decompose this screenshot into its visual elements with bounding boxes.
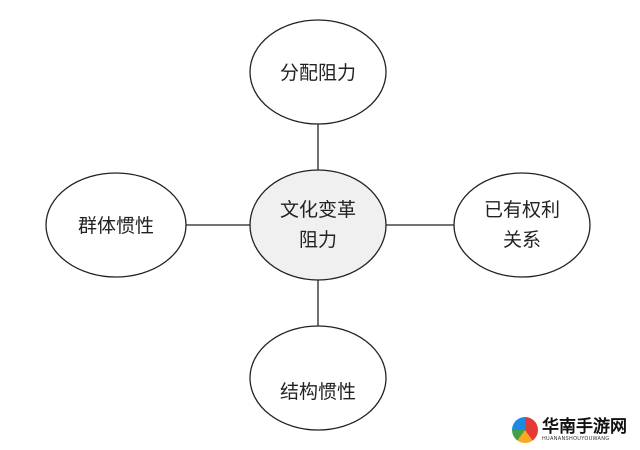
watermark-name: 华南手游网 — [542, 417, 627, 437]
node-left: 群体惯性 — [45, 172, 187, 278]
node-center-label-1: 文化变革 — [280, 199, 356, 221]
node-right-label-2: 关系 — [503, 229, 541, 251]
node-center-label-2: 阻力 — [299, 229, 337, 251]
node-right: 已有权利 关系 — [453, 172, 591, 278]
watermark: 华南手游网 HUANANSHOUYOUWANG — [512, 412, 638, 448]
watermark-sub: HUANANSHOUYOUWANG — [542, 436, 610, 442]
node-center: 文化变革 阻力 — [249, 169, 387, 281]
node-bottom-label: 结构惯性 — [280, 381, 356, 403]
node-top-label: 分配阻力 — [280, 62, 356, 84]
watermark-logo-icon — [512, 417, 538, 443]
node-top: 分配阻力 — [249, 19, 387, 125]
node-bottom: 结构惯性 — [249, 325, 387, 431]
node-left-label: 群体惯性 — [78, 215, 154, 237]
node-right-label-1: 已有权利 — [484, 199, 560, 221]
